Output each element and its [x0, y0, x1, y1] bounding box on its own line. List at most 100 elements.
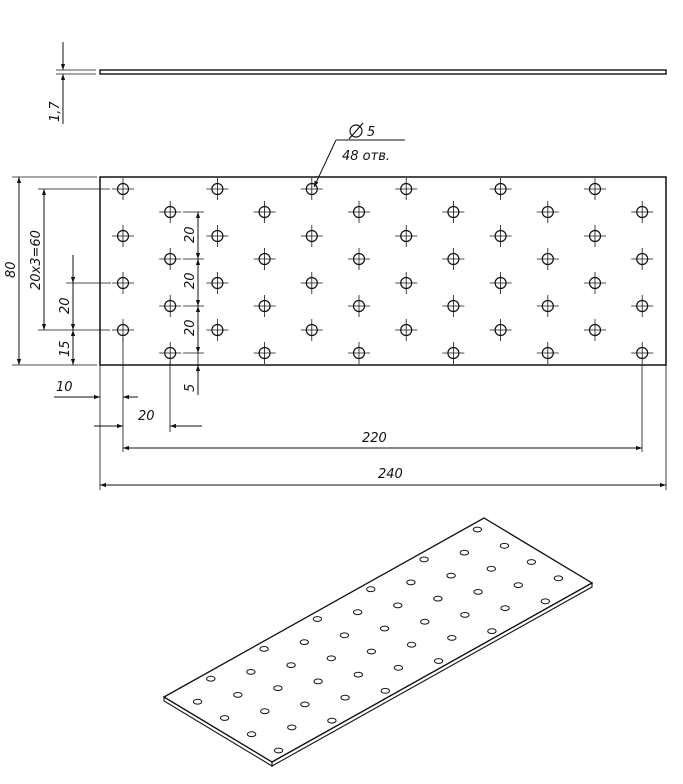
hole: [442, 248, 465, 270]
iso-hole: [406, 641, 417, 648]
iso-hole: [286, 662, 296, 668]
iso-hole: [433, 595, 443, 602]
hole: [253, 201, 276, 223]
iso-hole: [473, 589, 483, 595]
hole: [442, 295, 465, 317]
hole: [536, 295, 559, 317]
hole: [112, 178, 134, 200]
iso-hole: [433, 658, 444, 664]
hole: [442, 342, 465, 364]
iso-hole: [553, 575, 564, 582]
iso-hole: [472, 526, 483, 533]
hole: [584, 272, 606, 294]
iso-hole: [366, 586, 376, 593]
hole: [112, 225, 134, 247]
iso-hole: [419, 556, 429, 563]
iso-hole: [393, 664, 404, 671]
column-pitch-dimension: 20: [138, 409, 155, 424]
hole: [489, 319, 512, 341]
iso-hole: [380, 687, 390, 694]
iso-hole: [393, 602, 403, 609]
hole: [300, 272, 323, 294]
stagger-dimension: 5: [183, 384, 198, 392]
iso-hole: [540, 598, 550, 605]
iso-hole: [339, 632, 350, 639]
hole: [159, 248, 182, 270]
hole: [206, 319, 229, 341]
hole: [300, 319, 323, 341]
hole-pattern: [112, 178, 654, 364]
iso-hole: [406, 579, 416, 586]
plate-outline: [99, 176, 667, 366]
hole: [253, 342, 276, 364]
iso-hole: [313, 678, 323, 685]
iso-hole: [352, 609, 363, 616]
height-dimension: 80: [4, 261, 19, 278]
iso-hole: [327, 717, 337, 724]
diameter-symbol: [348, 122, 364, 140]
iso-hole: [499, 542, 510, 549]
iso-hole: [273, 747, 284, 754]
hole: [159, 342, 182, 364]
hole: [112, 319, 134, 341]
isometric-hole-pattern: [192, 526, 564, 754]
iso-hole: [260, 708, 270, 715]
hole: [631, 295, 654, 317]
hole: [584, 319, 606, 341]
isometric-view: [162, 517, 594, 767]
hole-diameter-label: 5: [367, 125, 375, 140]
hole: [112, 272, 134, 294]
edge-view: 1,7: [48, 42, 667, 124]
hole: [300, 225, 323, 247]
overall-length-dimension: 240: [378, 467, 403, 482]
hole: [489, 178, 512, 200]
hole: [206, 178, 229, 200]
hole: [206, 225, 229, 247]
iso-hole: [219, 715, 230, 721]
iso-hole: [300, 701, 310, 708]
iso-hole: [486, 565, 496, 572]
iso-hole: [513, 582, 523, 588]
hole: [489, 225, 512, 247]
iso-hole: [420, 618, 430, 625]
hole: [631, 342, 654, 364]
iso-hole: [299, 639, 309, 645]
hole: [631, 248, 654, 270]
hole: [442, 201, 465, 223]
bottom-offset-dimension: 15: [58, 340, 73, 357]
hole: [253, 248, 276, 270]
iso-hole: [287, 724, 297, 731]
hole: [489, 272, 512, 294]
iso-hole: [446, 572, 456, 579]
iso-hole: [340, 694, 350, 701]
hole: [159, 201, 182, 223]
mid-pitch-dimension: 20: [183, 226, 198, 243]
iso-hole: [206, 675, 216, 682]
hole: [536, 342, 559, 364]
iso-hole: [500, 605, 510, 611]
thickness-dimension: 1,7: [48, 101, 63, 122]
iso-hole: [447, 635, 457, 641]
hole: [348, 248, 370, 270]
hole: [584, 225, 606, 247]
left-edge-dimension: 10: [56, 380, 73, 395]
hole-count-label: 48 отв.: [342, 149, 390, 164]
hole: [348, 201, 370, 223]
hole: [348, 342, 370, 364]
hole: [584, 178, 606, 200]
iso-hole: [246, 669, 256, 675]
row-offset-dimension: 20: [58, 297, 73, 314]
hole: [631, 201, 654, 223]
iso-hole: [233, 692, 243, 698]
hole: [536, 248, 559, 270]
iso-hole: [379, 625, 390, 632]
iso-hole: [246, 731, 257, 738]
hole: [395, 319, 418, 341]
iso-hole: [273, 685, 283, 691]
iso-hole: [326, 655, 336, 662]
iso-hole: [487, 628, 497, 634]
plan-view: 5 48 отв. 80 20x3=60 20 15 20 20 20: [4, 122, 667, 490]
hole: [159, 295, 182, 317]
hole: [395, 225, 418, 247]
